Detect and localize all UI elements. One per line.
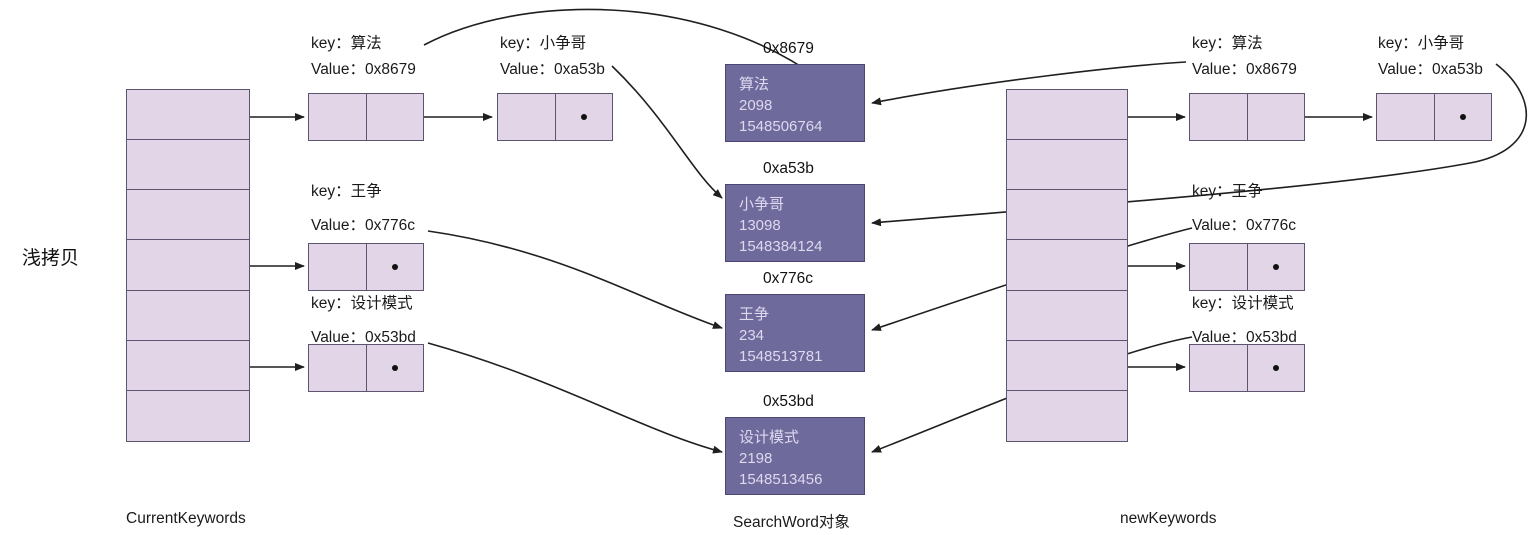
object-2-title: 小争哥 [739,196,785,213]
new-keywords-bucket-5[interactable] [1007,291,1127,341]
right-node-1-value-label: Value：0x8679 [1192,61,1297,78]
left-node-2-next-cell [556,94,613,140]
caption-new-keywords: newKeywords [1120,510,1217,527]
object-3-count: 234 [739,327,765,344]
right-node-3-key-cell [1190,244,1248,290]
object-4-address: 0x53bd [763,393,814,410]
right-node-4-key-label: key：设计模式 [1192,295,1294,312]
right-node-4-next-cell [1248,345,1305,391]
null-pointer-dot-icon [580,114,587,120]
current-keywords-bucket-3[interactable] [127,190,249,241]
right-node-4[interactable] [1189,344,1305,392]
searchword-object-1[interactable]: 算法 2098 1548506764 [725,64,865,142]
current-keywords-bucket-7[interactable] [127,391,249,441]
searchword-object-4[interactable]: 设计模式 2198 1548513456 [725,417,865,495]
left-node-4-key-label: key：设计模式 [311,295,413,312]
new-keywords-table[interactable] [1006,89,1128,442]
object-1-count: 2098 [739,97,773,114]
new-keywords-bucket-4[interactable] [1007,240,1127,291]
left-node-4-next-cell [367,345,424,391]
left-node-4[interactable] [308,344,424,392]
left-node-4-value-label: Value：0x53bd [311,329,416,346]
edge-left-sheji-to-obj53bd [427,342,723,454]
object-1-address: 0x8679 [763,40,814,57]
right-node-1-key-cell [1190,94,1248,140]
left-node-3[interactable] [308,243,424,291]
left-node-1-value-label: Value：0x8679 [311,61,416,78]
object-2-count: 13098 [739,217,781,234]
current-keywords-table[interactable] [126,89,250,442]
null-pointer-dot-icon [391,264,398,270]
left-node-1[interactable] [308,93,424,141]
right-node-3-value-label: Value：0x776c [1192,217,1296,234]
right-node-3-next-cell [1248,244,1305,290]
right-node-1-key-label: key：算法 [1192,35,1263,52]
object-3-timestamp: 1548513781 [739,348,823,365]
new-keywords-bucket-3[interactable] [1007,190,1127,241]
right-node-2-key-cell [1377,94,1435,140]
object-1-title: 算法 [739,76,770,93]
current-keywords-bucket-2[interactable] [127,140,249,191]
left-node-2-key-cell [498,94,556,140]
left-node-3-key-cell [309,244,367,290]
object-1-timestamp: 1548506764 [739,118,823,135]
current-keywords-bucket-5[interactable] [127,291,249,341]
new-keywords-bucket-1[interactable] [1007,90,1127,141]
left-node-3-key-label: key：王争 [311,183,382,200]
new-keywords-bucket-6[interactable] [1007,341,1127,391]
caption-current-keywords: CurrentKeywords [126,510,246,527]
edge-right-algo-to-obj8679 [871,61,1187,106]
edge-left-xiaozhengge-to-obj-a53b [611,65,723,199]
right-node-1[interactable] [1189,93,1305,141]
right-node-2[interactable] [1376,93,1492,141]
right-node-1-next-cell [1248,94,1305,140]
right-node-2-next-cell [1435,94,1492,140]
right-node-4-key-cell [1190,345,1248,391]
new-keywords-bucket-2[interactable] [1007,140,1127,191]
left-node-1-key-cell [309,94,367,140]
left-node-1-key-label: key：算法 [311,35,382,52]
new-keywords-bucket-7[interactable] [1007,391,1127,441]
object-4-title: 设计模式 [739,429,800,446]
current-keywords-bucket-6[interactable] [127,341,249,391]
caption-searchword-object: SearchWord对象 [733,514,850,531]
right-node-3[interactable] [1189,243,1305,291]
left-node-1-next-cell [367,94,424,140]
right-node-2-value-label: Value：0xa53b [1378,61,1483,78]
left-node-2[interactable] [497,93,613,141]
null-pointer-dot-icon [1272,365,1279,371]
null-pointer-dot-icon [1272,264,1279,270]
object-3-address: 0x776c [763,270,813,287]
searchword-object-2[interactable]: 小争哥 13098 1548384124 [725,184,865,262]
null-pointer-dot-icon [391,365,398,371]
left-node-3-next-cell [367,244,424,290]
searchword-object-3[interactable]: 王争 234 1548513781 [725,294,865,372]
current-keywords-bucket-1[interactable] [127,90,249,141]
edge-left-wangzheng-to-obj776c [427,230,723,329]
current-keywords-bucket-4[interactable] [127,240,249,291]
shallow-copy-label: 浅拷贝 [22,248,80,269]
right-node-2-key-label: key：小争哥 [1378,35,1465,52]
left-node-2-key-label: key：小争哥 [500,35,587,52]
left-node-2-value-label: Value：0xa53b [500,61,605,78]
object-2-timestamp: 1548384124 [739,238,823,255]
object-4-count: 2198 [739,450,773,467]
null-pointer-dot-icon [1459,114,1466,120]
right-node-4-value-label: Value：0x53bd [1192,329,1297,346]
left-node-4-key-cell [309,345,367,391]
object-4-timestamp: 1548513456 [739,471,823,488]
object-2-address: 0xa53b [763,160,814,177]
right-node-3-key-label: key：王争 [1192,183,1263,200]
left-node-3-value-label: Value：0x776c [311,217,415,234]
edge-left-algo-to-obj8679 [423,8,819,79]
object-3-title: 王争 [739,306,770,323]
